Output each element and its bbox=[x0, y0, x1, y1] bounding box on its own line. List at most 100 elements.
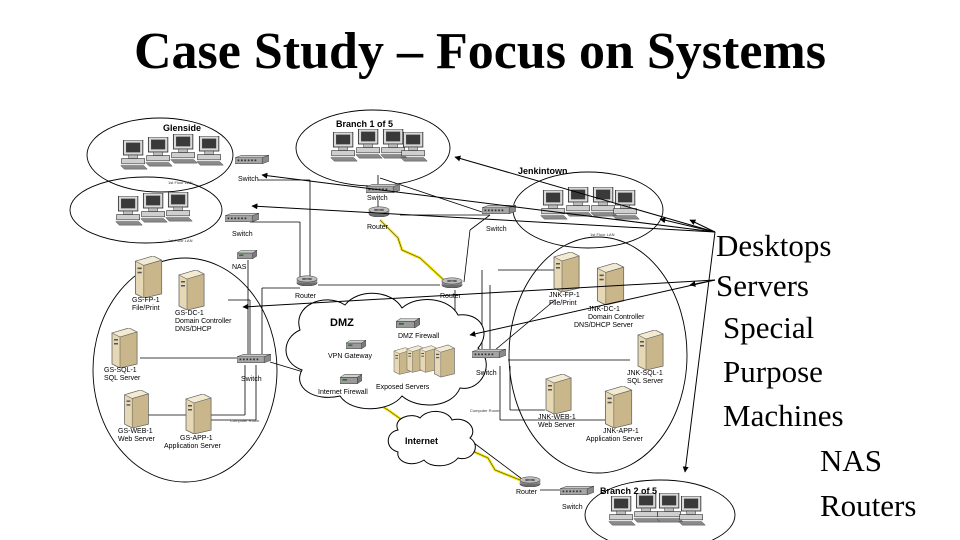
firewall-icon bbox=[396, 318, 420, 328]
servers-label: Servers bbox=[716, 268, 809, 303]
desktop-icon bbox=[608, 496, 636, 526]
lan-label: 1st Floor LAN bbox=[168, 238, 193, 243]
computer-room-label: Computer Room bbox=[470, 408, 500, 413]
glenside-lan2-boundary bbox=[69, 176, 223, 244]
server-icon bbox=[111, 328, 138, 368]
server-role: Web Server bbox=[118, 436, 155, 443]
desktop-icon bbox=[656, 493, 684, 523]
server-name: GS-SQL-1 bbox=[104, 367, 137, 374]
server-icon bbox=[553, 252, 580, 292]
desktop-icon bbox=[145, 137, 173, 167]
desktop-icon bbox=[165, 192, 193, 222]
exposed-servers-label: Exposed Servers bbox=[376, 384, 430, 391]
server-name: GS-DC-1 bbox=[175, 310, 204, 317]
site-label-glenside: Glenside bbox=[163, 123, 201, 133]
glenside-lan2 bbox=[115, 192, 193, 226]
dmz-cloud bbox=[285, 292, 487, 410]
server-name: JNK-DC-1 bbox=[588, 306, 620, 313]
nas-label: NAS bbox=[232, 264, 247, 271]
switch-icon bbox=[225, 213, 259, 222]
router-label: Router bbox=[516, 489, 538, 496]
branch1-lan bbox=[330, 129, 428, 162]
slide-title: Case Study – Focus on Systems bbox=[134, 23, 826, 80]
server-role: File/Print bbox=[132, 305, 160, 312]
desktop-icon bbox=[678, 496, 706, 526]
switch-icon bbox=[560, 486, 594, 495]
internet-label: Internet bbox=[405, 436, 438, 446]
desktop-icon bbox=[196, 136, 224, 166]
computer-room-label: Computer Room bbox=[230, 418, 260, 423]
switch-icon bbox=[235, 155, 269, 164]
router-icon bbox=[441, 277, 463, 288]
site-label-branch2: Branch 2 of 5 bbox=[600, 486, 657, 496]
router-icon bbox=[368, 206, 390, 217]
switch-label: Switch bbox=[476, 370, 497, 377]
desktop-icon bbox=[170, 134, 198, 164]
site-label-jenkintown: Jenkintown bbox=[518, 166, 568, 176]
internet-firewall-label: Internet Firewall bbox=[318, 389, 368, 396]
router-label: Router bbox=[367, 224, 389, 231]
special-label: Special bbox=[723, 310, 815, 345]
router-label: Router bbox=[440, 293, 462, 300]
server-name: GS-APP-1 bbox=[180, 435, 213, 442]
dmz-firewall-label: DMZ Firewall bbox=[398, 333, 440, 340]
desktop-icon bbox=[115, 196, 143, 226]
switch-label: Switch bbox=[241, 376, 262, 383]
desktop-icon bbox=[565, 187, 593, 217]
switch-label: Switch bbox=[486, 226, 507, 233]
server-name: JNK-SQL-1 bbox=[627, 370, 663, 377]
desktop-icon bbox=[120, 140, 148, 170]
switch-label: Switch bbox=[232, 231, 253, 238]
server-name: JNK-APP-1 bbox=[603, 428, 639, 435]
nas-icon bbox=[237, 250, 257, 259]
server-role: Web Server bbox=[538, 422, 575, 429]
server-name: GS-FP-1 bbox=[132, 297, 160, 304]
vpn-gateway-icon bbox=[346, 340, 366, 349]
server-icon bbox=[596, 263, 625, 305]
desktops-label: Desktops bbox=[716, 228, 832, 263]
server-icon bbox=[604, 386, 633, 428]
router-icon bbox=[519, 476, 541, 487]
glenside-lan1-boundary bbox=[86, 117, 234, 193]
branch2-lan bbox=[608, 493, 706, 526]
firewall-icon bbox=[340, 374, 362, 384]
desktop-icon bbox=[140, 193, 168, 223]
jenkintown-servers-boundary bbox=[508, 236, 688, 474]
desktop-icon bbox=[633, 493, 661, 523]
server-role: File/Print bbox=[549, 300, 577, 307]
internet-cloud bbox=[387, 411, 476, 467]
switch-icon bbox=[237, 354, 271, 363]
desktop-icon bbox=[540, 190, 568, 220]
site-label-branch1: Branch 1 of 5 bbox=[336, 119, 393, 129]
vpn-gateway-label: VPN Gateway bbox=[328, 353, 372, 360]
lan-label: 1st Floor LAN bbox=[590, 232, 615, 237]
server-name: JNK-FP-1 bbox=[549, 292, 580, 299]
server-name: GS-WEB-1 bbox=[118, 428, 153, 435]
server-role: Domain Controller bbox=[175, 318, 232, 325]
annotation-arrows bbox=[242, 155, 716, 473]
desktop-icon bbox=[355, 129, 383, 159]
server-role: SQL Server bbox=[627, 378, 664, 385]
nas-side-label: NAS bbox=[820, 443, 883, 478]
routers-label: Routers bbox=[820, 488, 917, 523]
desktop-icon bbox=[590, 187, 618, 217]
server-icon bbox=[134, 256, 163, 298]
server-icon bbox=[637, 330, 664, 370]
server-role: DNS/DHCP Server bbox=[574, 322, 634, 329]
server-name: JNK-WEB-1 bbox=[538, 414, 576, 421]
server-icon bbox=[545, 374, 572, 414]
lan-label: 1st Floor LAN bbox=[168, 180, 193, 185]
server-role: DNS/DHCP bbox=[175, 326, 212, 333]
purpose-label: Purpose bbox=[723, 354, 823, 389]
server-icon bbox=[178, 270, 205, 310]
server-role: Application Server bbox=[586, 436, 643, 443]
site-boundaries bbox=[69, 109, 736, 540]
switch-label: Switch bbox=[562, 504, 583, 511]
switch-label: Switch bbox=[367, 195, 388, 202]
server-icon bbox=[185, 394, 212, 434]
server-icon bbox=[124, 390, 149, 428]
glenside-lan1 bbox=[120, 134, 224, 170]
server-role: Domain Controller bbox=[588, 314, 645, 321]
router-icon bbox=[296, 275, 318, 286]
